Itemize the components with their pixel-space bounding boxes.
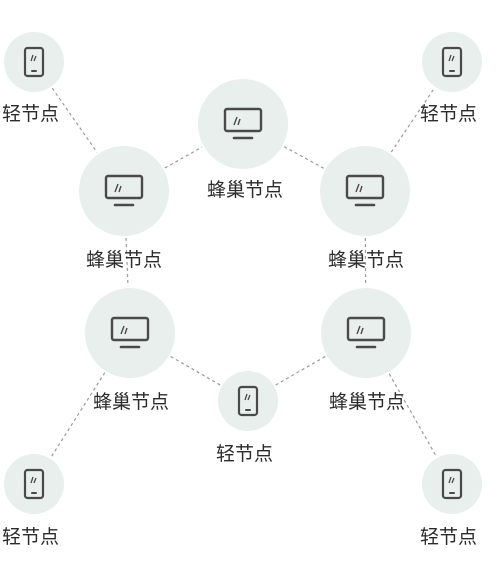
link-hive-upper-left-to-hive-top-center [164,146,203,169]
link-light-center-bottom-to-hive-lower-right [275,355,326,386]
node-circle [321,288,411,378]
node-label: 轻节点 [2,103,60,125]
node-label: 蜂巢节点 [329,391,406,413]
tablet-icon [441,46,463,82]
link-hive-upper-right-to-light-top-right [390,88,435,153]
node-circle [198,79,288,169]
link-hive-lower-left-to-light-center-bottom [170,355,221,386]
node-label: 轻节点 [2,526,60,548]
monitor-icon [223,107,263,145]
node-circle [218,371,278,431]
node-circle [85,288,175,378]
tablet-icon [237,385,259,421]
monitor-icon [110,316,150,354]
node-label: 蜂巢节点 [207,179,284,201]
tablet-icon [441,468,463,504]
node-label: 轻节点 [420,103,478,125]
link-light-top-left-to-hive-upper-left [51,87,98,153]
link-hive-top-center-to-hive-upper-right [283,146,325,169]
node-label: 轻节点 [216,443,274,465]
monitor-icon [345,174,385,212]
node-label: 蜂巢节点 [328,249,405,271]
node-circle [320,146,410,236]
monitor-icon [346,316,386,354]
node-circle [422,454,482,514]
monitor-icon [104,174,144,212]
link-hive-upper-left-to-hive-lower-left [125,237,129,287]
link-hive-lower-left-to-light-bottom-left [50,372,106,458]
node-circle [4,32,64,92]
node-circle [79,146,169,236]
link-hive-lower-right-to-light-bottom-right [388,373,437,457]
tablet-icon [23,46,45,82]
node-circle [4,454,64,514]
node-label: 轻节点 [420,526,478,548]
tablet-icon [23,468,45,504]
node-label: 蜂巢节点 [86,249,163,271]
node-circle [422,32,482,92]
node-label: 蜂巢节点 [93,391,170,413]
